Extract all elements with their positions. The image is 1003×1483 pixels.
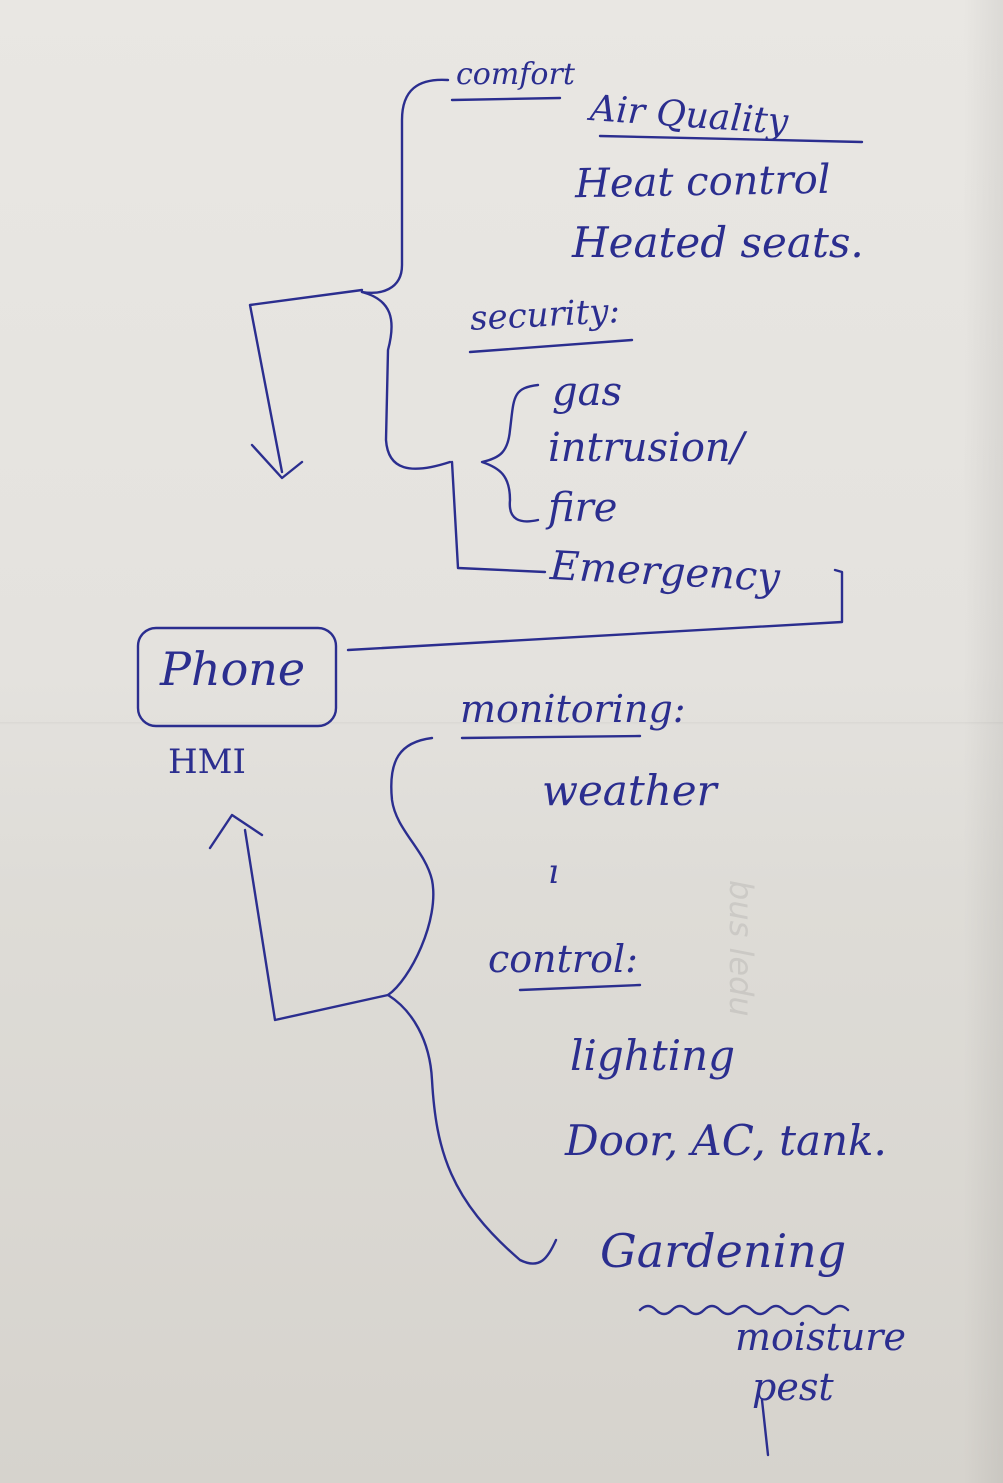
arrow-up-shaft <box>243 828 390 1022</box>
comfort-item-heat-control: Heat control <box>574 156 831 208</box>
show-through-text: bus ledu <box>722 880 760 1017</box>
phone-box-label: Phone <box>160 642 306 696</box>
pest-tail <box>760 1398 770 1457</box>
comfort-underline <box>450 96 562 102</box>
security-item-emergency: Emergency <box>548 543 782 601</box>
comfort-brace <box>360 78 450 294</box>
arrow-down-shaft <box>248 288 364 474</box>
security-curly-brace <box>480 383 540 523</box>
security-item-gas: gas <box>552 369 622 415</box>
monitoring-item-weather: weather <box>542 766 717 815</box>
monitoring-underline <box>460 734 642 740</box>
gardening-item-pest: pest <box>752 1365 834 1409</box>
control-underline <box>518 983 642 992</box>
phone-box-outline <box>136 626 338 728</box>
airquality-underline <box>598 134 864 144</box>
control-item-door-ac-tank: Door, AC, tank. <box>565 1116 887 1165</box>
hmi-caption: HMI <box>168 742 246 782</box>
emergency-right-bracket <box>346 568 844 652</box>
security-item-intrusion: intrusion/ <box>548 425 745 471</box>
comfort-heading: comfort <box>456 57 575 92</box>
arrow-down-head <box>250 443 304 480</box>
gardening-heading: Gardening <box>600 1224 847 1278</box>
control-item-lighting: lighting <box>570 1031 736 1080</box>
paper-shadow <box>963 0 1003 1483</box>
monitoring-heading: monitoring: <box>460 687 686 731</box>
gardening-squiggle <box>638 1304 850 1316</box>
security-underline <box>468 338 634 354</box>
paper-fold <box>0 722 1003 725</box>
comfort-item-heated-seats: Heated seats. <box>572 218 864 267</box>
emergency-bracket <box>450 460 547 574</box>
monitoring-separator-mark: ı <box>548 852 559 892</box>
monitoring-brace <box>386 736 558 1265</box>
gardening-item-moisture: moisture <box>735 1315 906 1359</box>
arrow-up-head <box>208 813 264 850</box>
security-item-fire: fire <box>548 485 618 531</box>
security-heading: security: <box>469 291 621 339</box>
control-heading: control: <box>488 937 638 981</box>
security-brace-lower <box>360 290 452 470</box>
